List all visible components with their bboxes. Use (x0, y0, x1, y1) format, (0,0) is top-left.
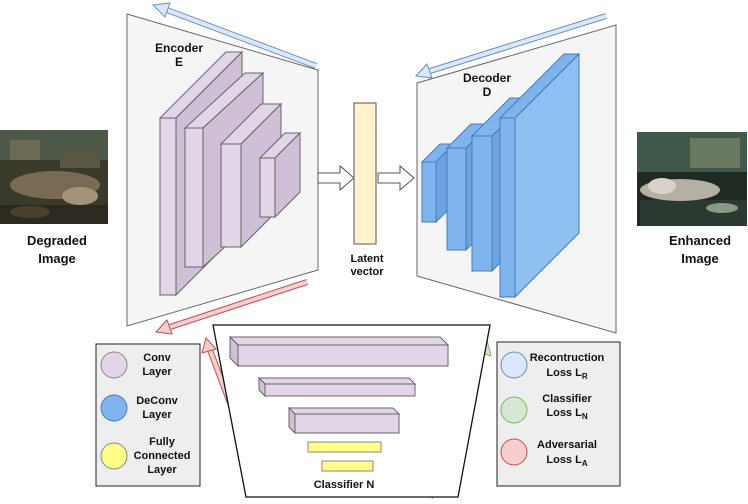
legend-item-deconv: DeConv Layer (100, 394, 179, 422)
adversarial-loss-swatch (500, 438, 528, 466)
degraded-image (0, 130, 108, 224)
latent-vector (353, 102, 377, 245)
classifier-label: Classifier N (314, 479, 375, 491)
enhanced-image (637, 132, 747, 226)
decoder-label-1: Decoder (463, 71, 511, 85)
svg-text:Layer: Layer (147, 464, 177, 476)
svg-text:Conv: Conv (143, 352, 171, 364)
encoder-label-1: Encoder (155, 41, 203, 55)
svg-text:Loss LR: Loss LR (546, 367, 587, 381)
legend-item-fully-connected: Fully Connected Layer (100, 436, 191, 476)
latent-label-1: Latent (351, 253, 384, 265)
deconv-legend-swatch (100, 394, 128, 422)
encoder-conv-block-4 (258, 131, 302, 219)
legend-item-adversarial-loss: Adversarial Loss LA (500, 438, 597, 468)
enhanced-image-label-2: Image (681, 251, 719, 266)
enhanced-image-label-1: Enhanced (669, 233, 731, 248)
adversarial-loss-arrow-encoder (154, 279, 308, 335)
classifier-conv-layer-3 (287, 406, 401, 435)
svg-text:Layer: Layer (142, 366, 172, 378)
reconstruction-loss-arrow-decoder (414, 13, 607, 79)
svg-text:Adversarial: Adversarial (537, 439, 597, 451)
svg-text:Classifier: Classifier (542, 393, 592, 405)
svg-text:Loss LN: Loss LN (546, 407, 587, 421)
classifier-conv-layer-1 (228, 335, 450, 368)
reconstruction-loss-arrow-encoder (151, 2, 318, 69)
decoder-deconv-block-4 (498, 52, 581, 299)
svg-text:Fully: Fully (149, 436, 176, 448)
conv-legend-swatch (100, 351, 128, 379)
classifier-fc-layer-2 (321, 460, 374, 472)
latent-label-2: vector (350, 266, 384, 278)
decoder-label-2: D (483, 85, 492, 99)
svg-text:Connected: Connected (134, 450, 191, 462)
legend-item-reconstruction-loss: Recontruction Loss LR (500, 351, 605, 381)
legend-item-conv: Conv Layer (100, 351, 172, 379)
svg-text:Layer: Layer (142, 409, 172, 421)
fc-legend-swatch (100, 442, 128, 470)
classifier-loss-swatch (500, 396, 528, 424)
encoder-label-2: E (175, 55, 183, 69)
svg-text:Loss LA: Loss LA (546, 454, 587, 468)
degraded-image-label-2: Image (38, 251, 76, 266)
latent-to-decoder-arrow (377, 164, 415, 192)
classifier-conv-layer-2 (257, 376, 417, 398)
svg-text:DeConv: DeConv (136, 395, 178, 407)
svg-text:Recontruction: Recontruction (530, 352, 605, 364)
legend-item-classifier-loss: Classifier Loss LN (500, 393, 592, 424)
degraded-image-label-1: Degraded (27, 233, 87, 248)
encoder-to-latent-arrow (317, 164, 355, 192)
reconstruction-loss-swatch (500, 351, 528, 379)
classifier-fc-layer-1 (307, 441, 382, 453)
